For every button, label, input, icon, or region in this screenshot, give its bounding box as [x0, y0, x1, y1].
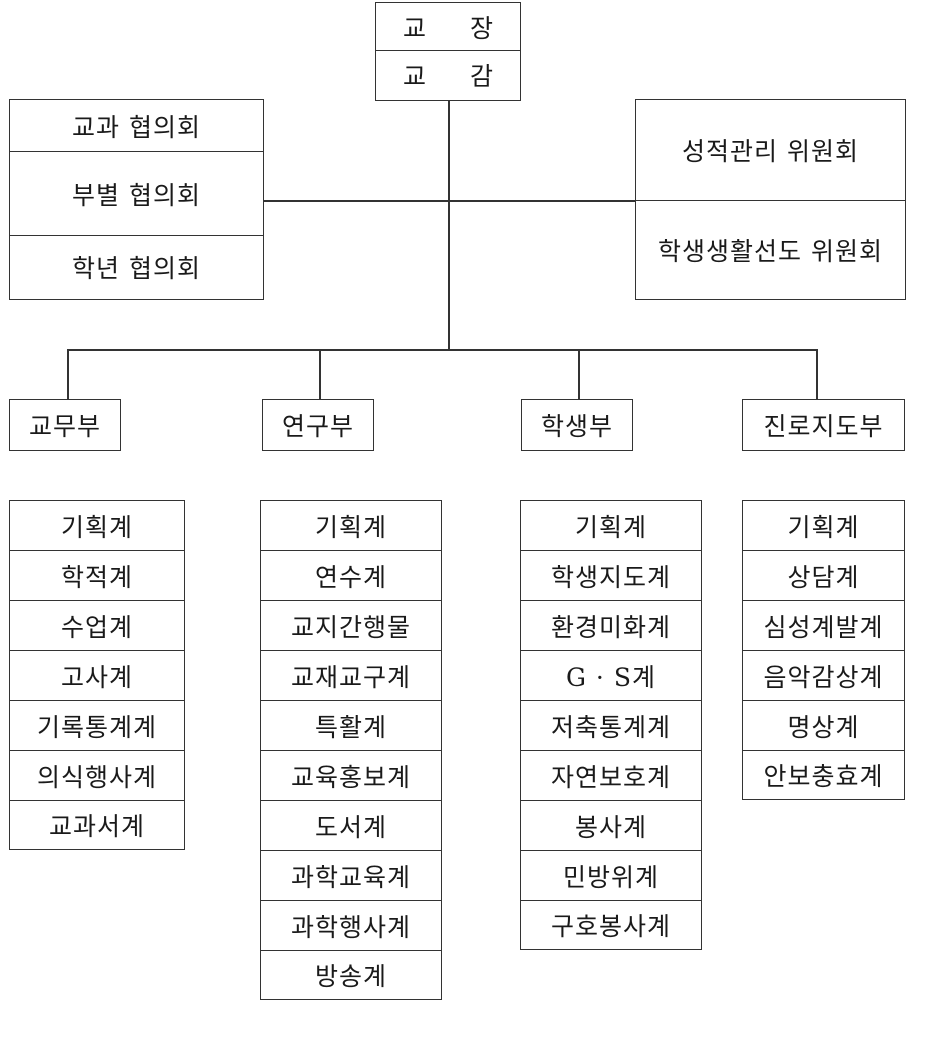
connector-dept-4: [816, 349, 818, 399]
connector-side-bar: [263, 200, 636, 202]
list-item: 민방위계: [521, 851, 701, 901]
vice-principal-label: 교 감: [403, 62, 511, 91]
list-item: 안보충효계: [763, 762, 884, 791]
department-items-list: 기획계 상담계 심성계발계 음악감상계 명상계 안보충효계: [742, 500, 905, 800]
department-header: 교무부: [9, 399, 121, 451]
department-items-list: 기획계 연수계 교지간행물 교재교구계 특활계 교육홍보계 도서계 과학교육계 …: [260, 500, 442, 1000]
connector-trunk: [448, 100, 450, 350]
list-item: 고사계: [10, 651, 184, 701]
list-item: 상담계: [743, 551, 904, 601]
list-item: 자연보호계: [521, 751, 701, 801]
list-item: 과학교육계: [261, 851, 441, 901]
list-item: 학적계: [10, 551, 184, 601]
list-item: 과학행사계: [261, 901, 441, 951]
list-item: 구호봉사계: [550, 912, 671, 941]
committee-item: 성적관리 위원회: [636, 100, 905, 201]
list-item: 저축통계계: [521, 701, 701, 751]
council-item: 학년 협의회: [72, 254, 201, 283]
committee-item: 학생생활선도 위원회: [658, 236, 883, 266]
list-item: 심성계발계: [743, 601, 904, 651]
department-header: 학생부: [521, 399, 633, 451]
list-item: 도서계: [261, 801, 441, 851]
department-header: 진로지도부: [742, 399, 905, 451]
principal-label: 교 장: [376, 3, 520, 51]
council-item: 부별 협의회: [10, 152, 263, 236]
list-item: 기획계: [743, 501, 904, 551]
department-header: 연구부: [262, 399, 374, 451]
connector-dept-1: [67, 349, 69, 399]
list-item: 음악감상계: [743, 651, 904, 701]
list-item: 학생지도계: [521, 551, 701, 601]
list-item: G · S계: [521, 651, 701, 701]
list-item: 기록통계계: [10, 701, 184, 751]
council-item: 교과 협의회: [10, 100, 263, 152]
list-item: 수업계: [10, 601, 184, 651]
list-item: 봉사계: [521, 801, 701, 851]
list-item: 기획계: [521, 501, 701, 551]
council-box: 교과 협의회 부별 협의회 학년 협의회: [9, 99, 264, 300]
list-item: 의식행사계: [10, 751, 184, 801]
list-item: 교지간행물: [261, 601, 441, 651]
list-item: 방송계: [314, 962, 387, 991]
list-item: 기획계: [261, 501, 441, 551]
connector-dept-bar: [67, 349, 817, 351]
list-item: 교과서계: [48, 812, 145, 841]
top-box: 교 장 교 감: [375, 2, 521, 101]
connector-dept-2: [319, 349, 321, 399]
list-item: 특활계: [261, 701, 441, 751]
list-item: 환경미화계: [521, 601, 701, 651]
department-items-list: 기획계 학적계 수업계 고사계 기록통계계 의식행사계 교과서계: [9, 500, 185, 850]
list-item: 기획계: [10, 501, 184, 551]
connector-dept-3: [578, 349, 580, 399]
list-item: 교재교구계: [261, 651, 441, 701]
department-items-list: 기획계 학생지도계 환경미화계 G · S계 저축통계계 자연보호계 봉사계 민…: [520, 500, 702, 950]
committee-box: 성적관리 위원회 학생생활선도 위원회: [635, 99, 906, 300]
list-item: 연수계: [261, 551, 441, 601]
list-item: 교육홍보계: [261, 751, 441, 801]
list-item: 명상계: [743, 701, 904, 751]
